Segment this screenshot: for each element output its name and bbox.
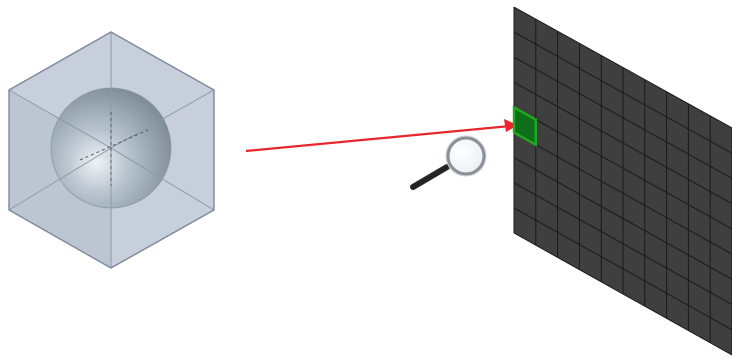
magnifier-lens [448,138,484,174]
cube-with-sphere [9,32,214,268]
magnifying-glass-icon [413,136,486,187]
mesh-panel [514,7,732,355]
magnifier-handle [413,167,447,187]
